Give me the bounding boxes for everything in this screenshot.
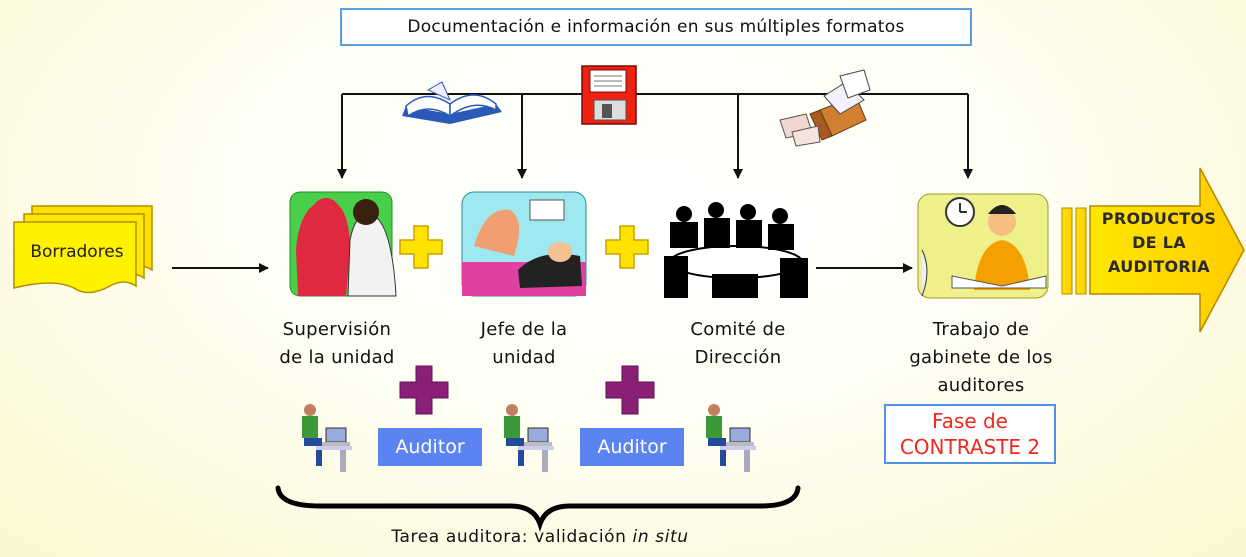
products-arrow: [1061, 167, 1245, 333]
drafts-stack: [13, 205, 153, 294]
curly-brace: [275, 485, 801, 532]
desk-work-label: Trabajo de gabinete de los auditores: [909, 319, 1053, 396]
auditor-figure: [302, 404, 756, 472]
mailbox-icon: [779, 69, 871, 147]
committee-picture: [662, 196, 810, 298]
phase-line2: CONTRASTE 2: [899, 435, 1041, 459]
floppy-disk-icon: [581, 65, 637, 125]
audit-task-caption: Tarea auditora: validación in situ: [391, 527, 689, 547]
stage-supervision-label: Supervisión de la unidad: [279, 319, 395, 368]
supervision-picture: [289, 191, 397, 297]
phase-line1: Fase de: [931, 409, 1008, 433]
auditor-label: Auditor: [378, 428, 482, 466]
desk-work-picture: [917, 193, 1049, 299]
plus-icon: [399, 225, 649, 269]
unit-head-picture: [461, 191, 587, 297]
phase-box: Fase de CONTRASTE 2: [884, 404, 1056, 464]
products-label: PRODUCTOS DE LA AUDITORIA: [1101, 209, 1217, 276]
book-icon: [402, 81, 502, 124]
documentation-title-box: Documentación e información en sus múlti…: [340, 8, 972, 46]
auditor-label: Auditor: [580, 428, 684, 466]
stage-unit-head-label: Jefe de la unidad: [480, 319, 568, 368]
documentation-title: Documentación e información en sus múlti…: [407, 17, 905, 37]
plus-icon: [399, 365, 655, 415]
drafts-label: Borradores: [30, 242, 124, 262]
stage-committee-label: Comité de Dirección: [690, 319, 786, 368]
